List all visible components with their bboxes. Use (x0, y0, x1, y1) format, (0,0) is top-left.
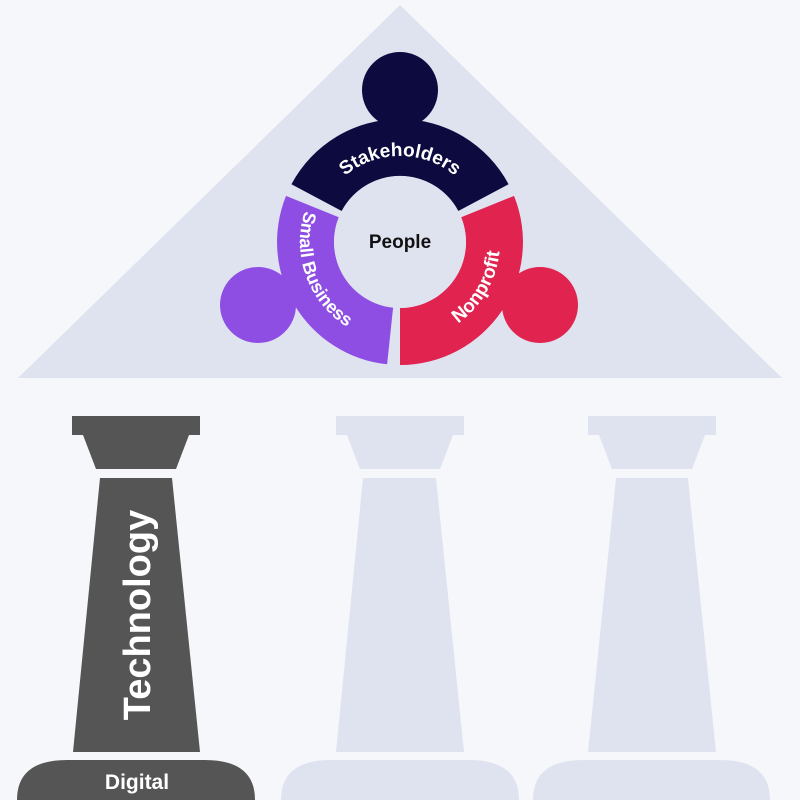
pillar-2 (281, 416, 519, 800)
pillar-capital (588, 416, 716, 435)
stakeholders-head (362, 52, 438, 128)
nonprofit-segment (400, 195, 578, 365)
pillar-base (533, 760, 770, 800)
center-label: People (369, 232, 431, 253)
nonprofit-head (502, 267, 578, 343)
pillar-base (281, 760, 519, 800)
pillar-shaft (73, 478, 200, 752)
small-business-head (220, 267, 296, 343)
small-business-segment (220, 195, 394, 365)
pillar-echinus (83, 435, 189, 469)
pillar-label: Technology (117, 510, 159, 720)
nonprofit-arc (400, 195, 523, 365)
people-cycle: People Stakeholders Nonprofit Small Busi… (220, 52, 578, 365)
small-business-arc (277, 195, 394, 365)
pillar-capital (72, 416, 200, 435)
pillar-3 (533, 416, 770, 800)
stakeholders-arc (291, 119, 509, 211)
pillar-shaft (336, 478, 464, 752)
pillar-capital (336, 416, 464, 435)
pillar-technology: Technology Digital (17, 416, 255, 800)
pillar-echinus (347, 435, 453, 469)
stakeholders-segment (291, 52, 509, 211)
pillar-echinus (599, 435, 705, 469)
center-circle (334, 176, 466, 308)
pillar-base-label: Digital (105, 771, 169, 794)
pillar-base (17, 760, 255, 800)
pillar-shaft (588, 478, 716, 752)
